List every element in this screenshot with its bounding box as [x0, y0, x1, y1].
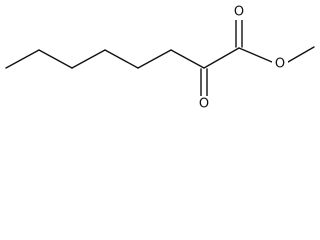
ether-oxygen-label-bg — [272, 56, 288, 72]
ester-oxygen-label-bg — [231, 4, 247, 20]
bond-c8-o-ether — [238, 47, 273, 63]
bond-c3-c4 — [71, 49, 106, 69]
ketone-oxygen-label-bg — [196, 96, 212, 112]
bond-c6-c7 — [170, 49, 205, 69]
bond-c7-c8 — [203, 47, 240, 69]
skeletal-formula: O O O — [5, 4, 315, 112]
bond-c5-c6 — [137, 49, 172, 69]
bond-c2-c3 — [38, 49, 73, 69]
bond-o-methyl — [287, 46, 315, 63]
ester-carbonyl-oxygen-label: O — [234, 5, 244, 20]
structure-canvas: O O O — [0, 0, 320, 118]
ether-oxygen-label: O — [275, 57, 285, 72]
ketone-oxygen-label: O — [199, 97, 209, 112]
bond-c4-c5 — [104, 49, 139, 69]
bond-c1-c2 — [5, 49, 40, 69]
